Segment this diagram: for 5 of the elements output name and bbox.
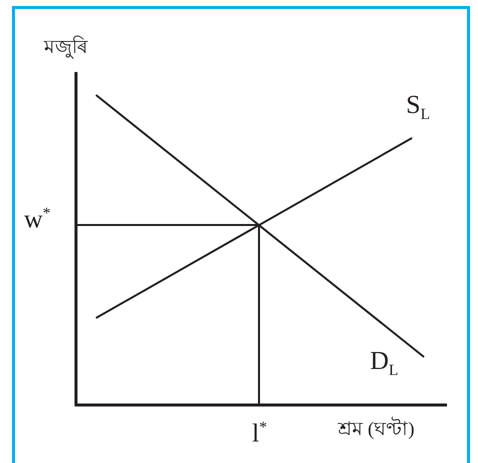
equilibrium-value: l$^{*}$ xyxy=(252,420,268,447)
axis-title: মজুৰি xyxy=(44,38,88,57)
curve-label: S$_{L}$ xyxy=(406,92,430,123)
equilibrium-value: w$^{*}$ xyxy=(24,206,51,233)
curve-label: D$_{L}$ xyxy=(370,348,398,379)
